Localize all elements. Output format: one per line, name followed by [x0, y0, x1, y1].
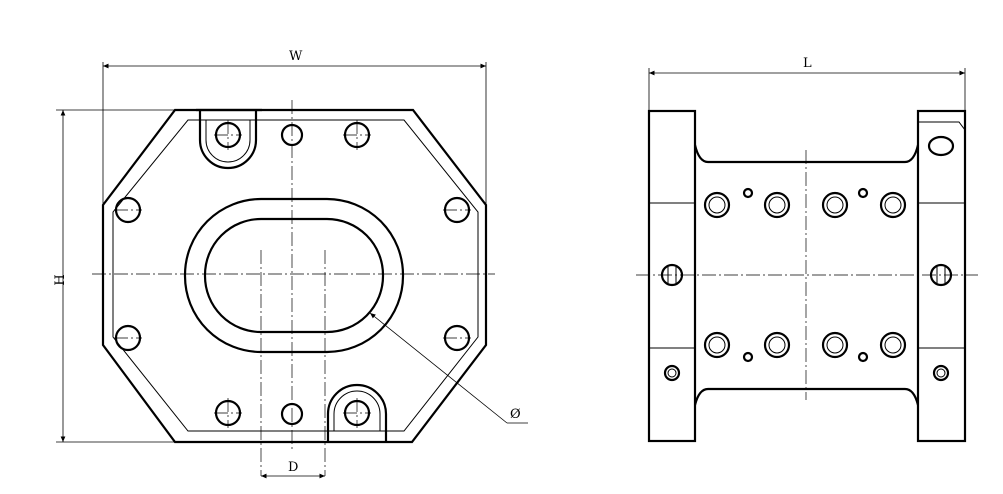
top-slot: [198, 110, 258, 170]
left-flange: [647, 109, 697, 443]
side-holes: [660, 187, 953, 382]
bottom-slot: [326, 383, 388, 442]
length-label: L: [803, 56, 812, 71]
front-view: W H D Ø: [53, 49, 528, 479]
front-outer-outline: [101, 108, 488, 444]
height-label: H: [53, 274, 68, 285]
obround-outer: [183, 197, 405, 354]
diameter-label: Ø: [510, 407, 521, 422]
front-inner-outline: [112, 119, 479, 432]
right-flange: [916, 109, 967, 443]
distance-label: D: [288, 460, 298, 475]
width-label: W: [289, 49, 303, 64]
side-view: L: [636, 56, 978, 443]
obround-inner: [203, 217, 385, 334]
central-body: [693, 144, 920, 164]
